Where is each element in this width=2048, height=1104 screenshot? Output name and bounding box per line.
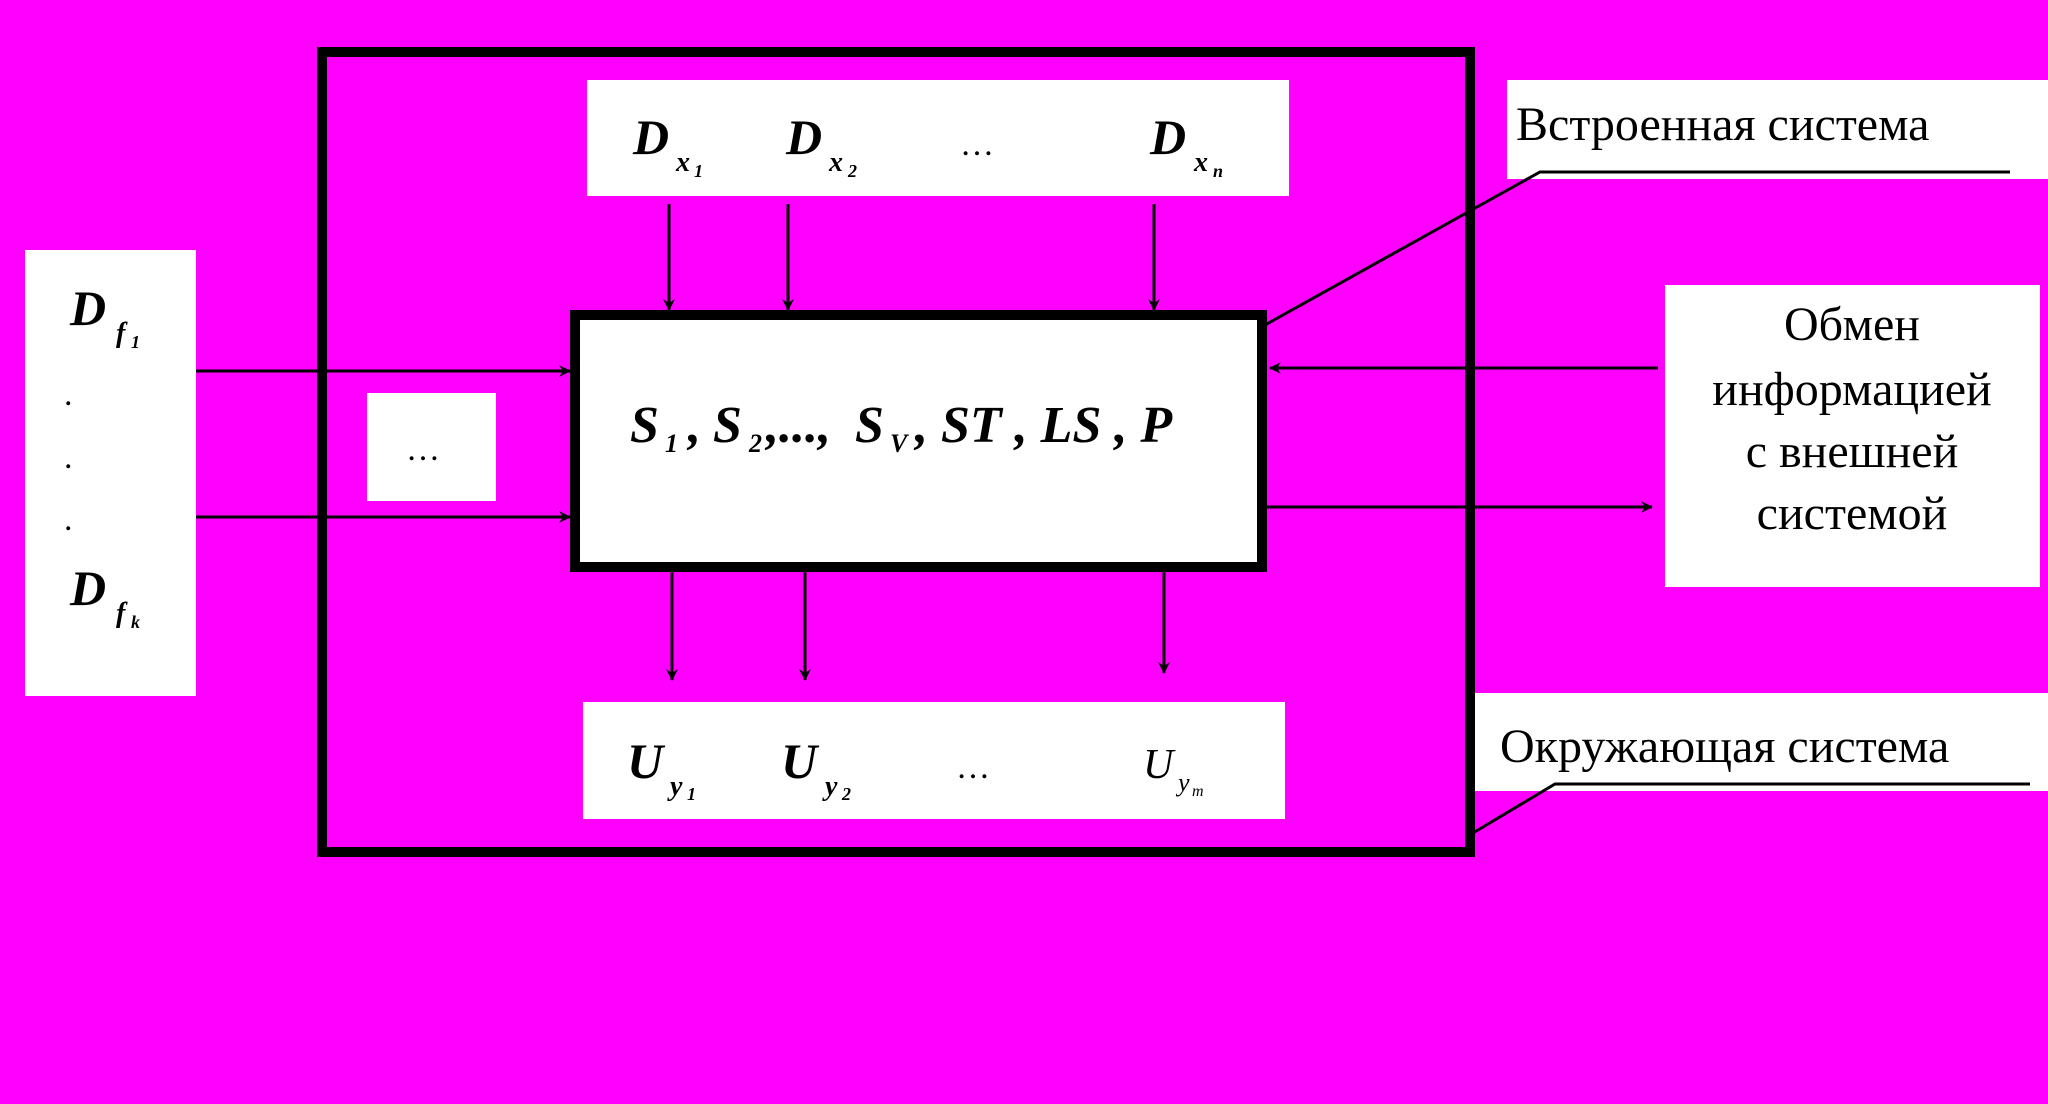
svg-text:y: y	[822, 771, 838, 802]
core-expression: S 1 , S 2 ,..., S V , ST , LS , P	[630, 397, 1173, 458]
embedded-leader-line	[1264, 170, 2010, 327]
svg-text:2: 2	[748, 429, 762, 458]
inputs-x-panel	[587, 80, 1289, 196]
middle-ellipsis: …	[406, 431, 440, 468]
svg-text:2: 2	[841, 784, 851, 804]
exchange-text: Обмен информацией с внешней системой	[1712, 298, 1991, 540]
svg-text:V: V	[890, 429, 910, 458]
output-y2: U y 2	[781, 733, 851, 804]
svg-text:U: U	[1143, 742, 1176, 788]
svg-text:1: 1	[665, 429, 678, 458]
svg-text:, ST , LS , P: , ST , LS , P	[913, 397, 1173, 454]
input-xn: D x n	[1149, 109, 1223, 181]
svg-text:n: n	[1213, 161, 1223, 181]
svg-text:x: x	[828, 147, 843, 178]
svg-text:x: x	[675, 147, 690, 178]
input-x2: D x 2	[785, 109, 857, 181]
svg-text:U: U	[627, 733, 666, 789]
inputs-f-panel	[25, 250, 196, 696]
svg-text:D: D	[1149, 109, 1186, 165]
svg-text:,...,: ,...,	[764, 397, 831, 454]
svg-text:D: D	[69, 560, 106, 616]
inputs-x-ellipsis: …	[960, 126, 994, 163]
svg-text:y: y	[1175, 768, 1190, 797]
environment-leader-line	[1472, 782, 2030, 835]
outputs-u-ellipsis: …	[956, 749, 990, 786]
inputs-f-dot-2: .	[64, 439, 73, 476]
input-x1: D x 1	[632, 109, 703, 181]
svg-text:S: S	[630, 397, 659, 454]
embedded-system-label: Встроенная система	[1516, 98, 1929, 151]
svg-text:y: y	[667, 771, 683, 802]
output-ym: U y m	[1143, 742, 1204, 800]
svg-text:Обмен: Обмен	[1784, 298, 1920, 351]
svg-text:1: 1	[687, 784, 696, 804]
svg-text:D: D	[69, 280, 106, 336]
svg-text:x: x	[1193, 147, 1208, 178]
environment-system-label: Окружающая система	[1500, 720, 1949, 773]
svg-text:,: ,	[686, 397, 701, 454]
svg-text:f: f	[116, 318, 128, 349]
svg-text:1: 1	[694, 161, 703, 181]
svg-text:D: D	[632, 109, 669, 165]
svg-text:информацией: информацией	[1712, 363, 1991, 416]
input-f1: D f 1	[69, 280, 140, 352]
environment-frame	[317, 47, 1475, 857]
svg-text:с внешней: с внешней	[1746, 425, 1959, 478]
inputs-f-dot-1: .	[64, 376, 73, 413]
svg-text:U: U	[781, 733, 820, 789]
svg-text:D: D	[785, 109, 822, 165]
svg-text:S: S	[713, 397, 742, 454]
input-fk: D f k	[69, 560, 140, 632]
core-box	[570, 310, 1267, 572]
outputs-u-panel	[583, 702, 1285, 819]
svg-text:системой: системой	[1757, 487, 1948, 540]
svg-text:m: m	[1192, 783, 1204, 800]
middle-ellipsis-panel	[367, 393, 496, 501]
exchange-panel	[1665, 285, 2040, 587]
output-y1: U y 1	[627, 733, 696, 804]
environment-label-panel	[1475, 693, 2048, 791]
svg-text:k: k	[131, 612, 140, 632]
svg-text:2: 2	[847, 161, 857, 181]
embedded-label-panel	[1507, 80, 2048, 179]
inputs-f-dot-3: .	[64, 501, 73, 538]
svg-text:1: 1	[131, 332, 140, 352]
svg-text:S: S	[855, 397, 884, 454]
svg-text:f: f	[116, 598, 128, 629]
